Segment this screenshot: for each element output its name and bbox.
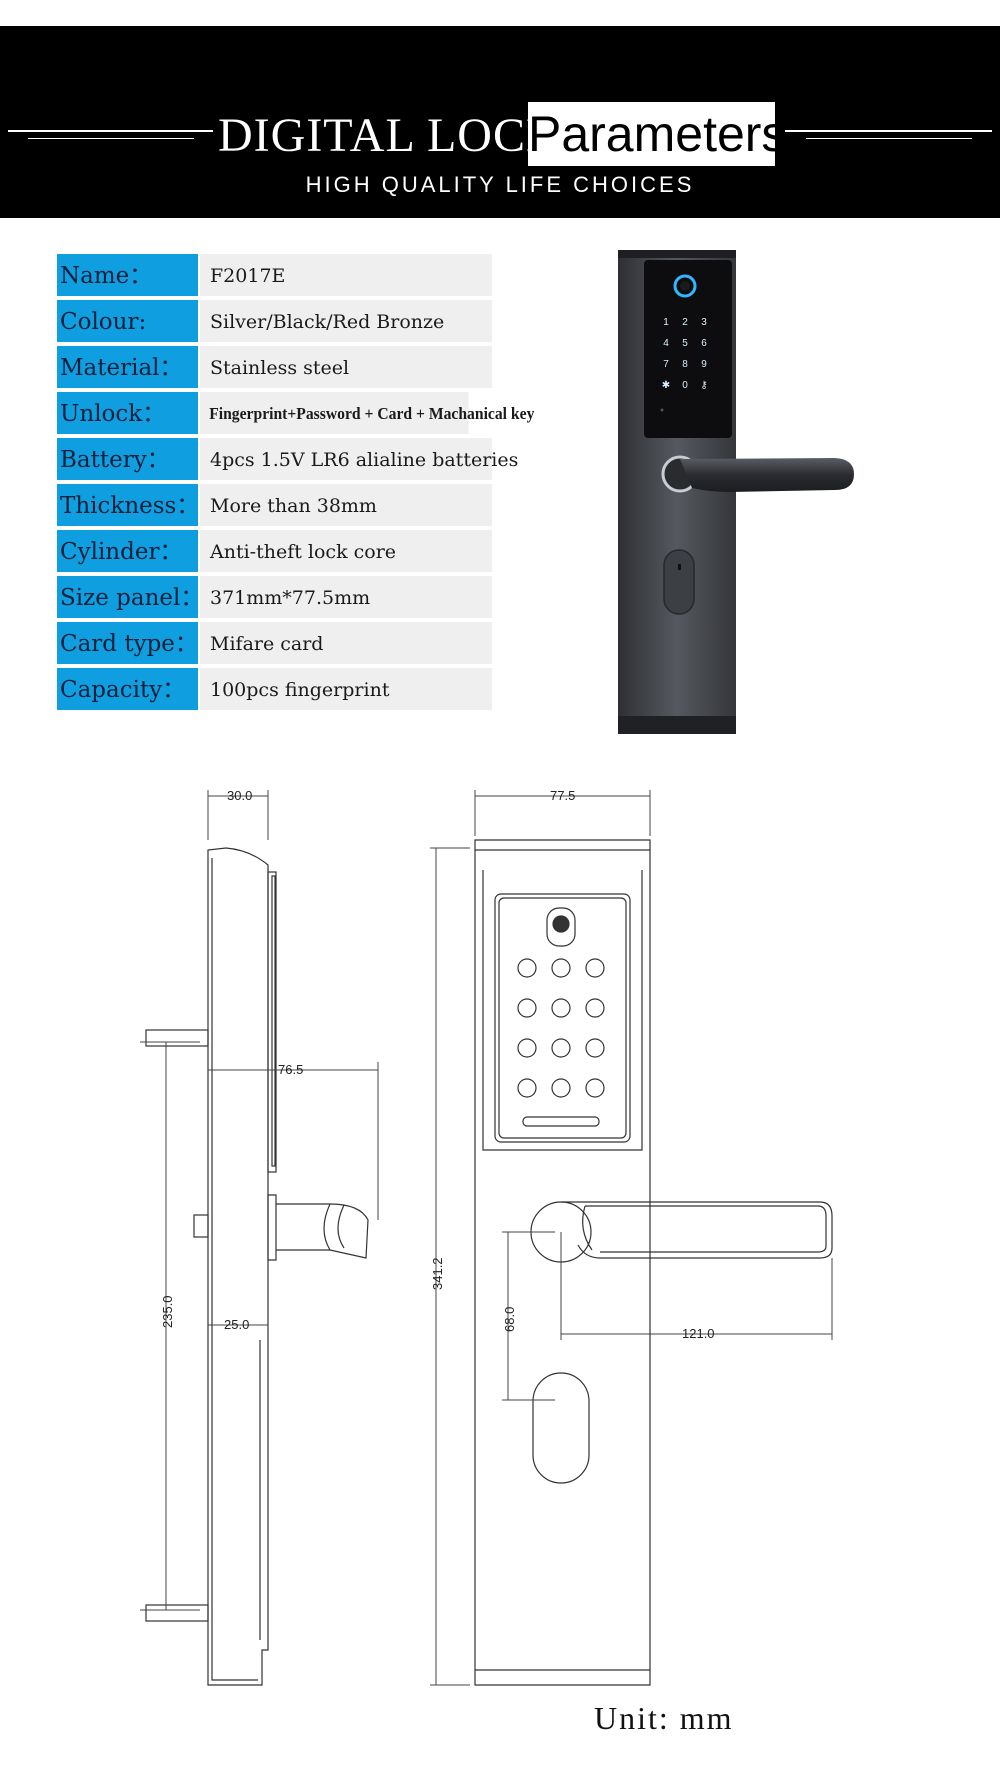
spec-label: Cylinder： xyxy=(57,530,198,574)
lock-bottom-cap xyxy=(618,716,736,734)
key-cylinder-cover xyxy=(663,549,695,615)
spec-row-unlock: Unlock： Fingerprint+Password + Card + Ma… xyxy=(57,392,534,438)
spec-row-name: Name： F2017E xyxy=(57,254,492,300)
spec-value: Stainless steel xyxy=(200,346,492,390)
spec-value: More than 38mm xyxy=(200,484,492,528)
dimension-labels: 30.0 77.5 76.5 341.2 235.0 25.0 68.0 121… xyxy=(160,788,715,1341)
keypad-key: 8 xyxy=(682,359,688,370)
banner-title-digital-lock: DIGITAL LOCK xyxy=(218,109,562,162)
banner-rule-right-inner xyxy=(806,138,972,139)
keypad-key: 1 xyxy=(663,317,669,328)
keypad-key: 6 xyxy=(701,338,707,349)
header-banner: DIGITAL LOCK Parameters HIGH QUALITY LIF… xyxy=(0,26,1000,218)
speaker-dots-icon xyxy=(660,408,664,412)
fingerprint-sensor-icon xyxy=(546,907,576,947)
spec-label: Thickness： xyxy=(57,484,199,528)
spec-value: Fingerprint+Password + Card + Machanical… xyxy=(200,392,534,436)
keypad-key: 4 xyxy=(663,338,669,349)
lock-product-image: 1 2 3 4 5 6 7 8 9 ✱ 0 ⚷ xyxy=(618,250,854,734)
keypad-key: 9 xyxy=(701,359,707,370)
unit-label: Unit: mm xyxy=(594,1700,734,1736)
spec-value: 100pcs fingerprint xyxy=(200,668,492,712)
spec-label: Material： xyxy=(57,346,198,390)
lock-handle xyxy=(680,458,854,492)
dim-side-thickness: 30.0 xyxy=(227,788,252,803)
spec-row-card-type: Card type： Mifare card xyxy=(57,622,492,668)
side-view xyxy=(145,847,369,1686)
spec-row-capacity: Capacity： 100pcs fingerprint xyxy=(57,668,492,714)
dim-backset: 25.0 xyxy=(224,1317,249,1332)
keypad-screen xyxy=(644,260,732,438)
spec-label: Capacity： xyxy=(57,668,198,712)
dim-height: 341.2 xyxy=(430,1257,445,1290)
banner-subtitle: HIGH QUALITY LIFE CHOICES xyxy=(305,172,695,197)
spec-label: Size panel： xyxy=(57,576,203,620)
spec-row-cylinder: Cylinder： Anti-theft lock core xyxy=(57,530,492,576)
banner-rule-left xyxy=(8,130,213,132)
key-cylinder-cover xyxy=(532,1372,590,1484)
dim-spindle-distance: 235.0 xyxy=(160,1295,175,1328)
spec-table: Name： F2017E Colour: Silver/Black/Red Br… xyxy=(57,254,534,714)
front-view xyxy=(474,839,833,1686)
fingerprint-sensor-icon xyxy=(673,274,697,298)
keypad-key: ✱ xyxy=(662,380,670,391)
keypad-key: 3 xyxy=(701,317,707,328)
banner-rule-left-inner xyxy=(28,138,194,139)
dim-handle-depth: 76.5 xyxy=(278,1062,303,1077)
keypad-key: 2 xyxy=(682,317,688,328)
dim-handle-length: 121.0 xyxy=(682,1326,715,1341)
dim-front-width: 77.5 xyxy=(550,788,575,803)
spec-row-size-panel: Size panel： 371mm*77.5mm xyxy=(57,576,492,622)
spec-value: Anti-theft lock core xyxy=(200,530,492,574)
spec-value: Silver/Black/Red Bronze xyxy=(200,300,492,344)
spec-label: Card type： xyxy=(57,622,198,666)
lock-top-cap xyxy=(618,250,736,258)
keypad-key: 5 xyxy=(682,338,688,349)
spec-value: F2017E xyxy=(200,254,492,298)
dimension-lines xyxy=(140,790,833,1686)
spec-label: Colour: xyxy=(57,300,198,344)
photo-keypad: 1 2 3 4 5 6 7 8 9 ✱ 0 ⚷ xyxy=(662,317,708,391)
keypad-key: 0 xyxy=(682,380,688,391)
banner-rule-right xyxy=(785,130,992,132)
spec-value: 371mm*77.5mm xyxy=(200,576,492,620)
drawing-keypad-buttons xyxy=(517,958,605,1098)
spec-row-material: Material： Stainless steel xyxy=(57,346,492,392)
keypad-key: 7 xyxy=(663,359,669,370)
spec-row-battery: Battery： 4pcs 1.5V LR6 alialine batterie… xyxy=(57,438,518,484)
spec-row-colour: Colour: Silver/Black/Red Bronze xyxy=(57,300,492,346)
spec-label: Name： xyxy=(57,254,198,298)
spec-row-thickness: Thickness： More than 38mm xyxy=(57,484,492,530)
spec-value: 4pcs 1.5V LR6 alialine batteries xyxy=(200,438,518,482)
technical-drawing: 30.0 77.5 76.5 341.2 235.0 25.0 68.0 121… xyxy=(140,788,833,1686)
spec-value: Mifare card xyxy=(200,622,492,666)
keypad-key: ⚷ xyxy=(700,380,707,391)
spec-label: Battery： xyxy=(57,438,198,482)
dim-handle-to-cylinder: 68.0 xyxy=(502,1307,517,1332)
spec-label: Unlock： xyxy=(57,392,198,436)
banner-title-parameters: Parameters xyxy=(528,102,786,166)
